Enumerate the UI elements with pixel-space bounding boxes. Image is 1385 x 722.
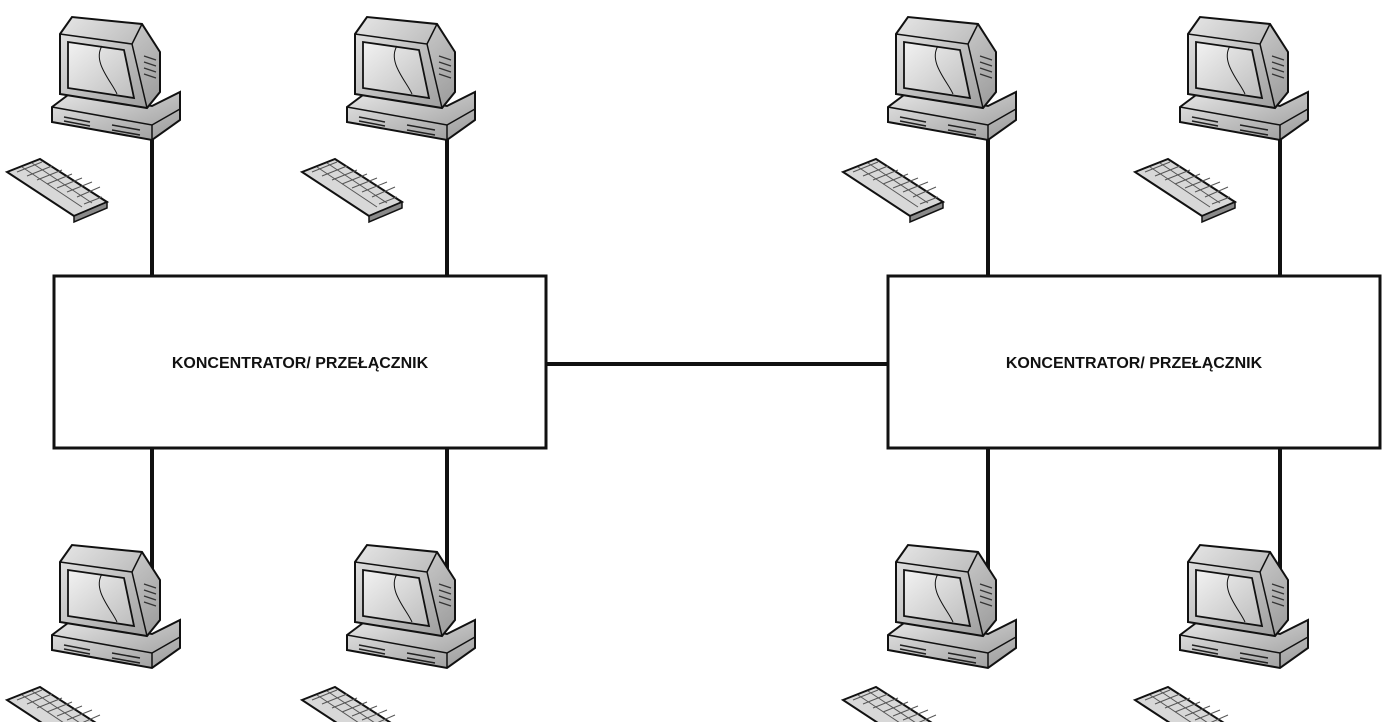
- desktop-computer-icon: [301, 544, 476, 722]
- hub-right-label: KONCENTRATOR/ PRZEŁĄCZNIK: [1006, 355, 1263, 372]
- desktop-computer-icon: [6, 544, 181, 722]
- desktop-computer-icon: [301, 16, 476, 223]
- hub-left-label: KONCENTRATOR/ PRZEŁĄCZNIK: [172, 355, 429, 372]
- desktop-computer-icon: [6, 16, 181, 223]
- desktop-computer-icon: [842, 544, 1017, 722]
- desktop-computer-icon: [842, 16, 1017, 223]
- network-links: [150, 130, 1282, 580]
- hub-right: KONCENTRATOR/ PRZEŁĄCZNIK: [886, 274, 1382, 450]
- hub-left: KONCENTRATOR/ PRZEŁĄCZNIK: [52, 274, 548, 450]
- desktop-computer-icon: [1134, 544, 1309, 722]
- hub-left-box: [52, 274, 548, 450]
- hub-right-box: [886, 274, 1382, 450]
- desktop-computer-icon: [1134, 16, 1309, 223]
